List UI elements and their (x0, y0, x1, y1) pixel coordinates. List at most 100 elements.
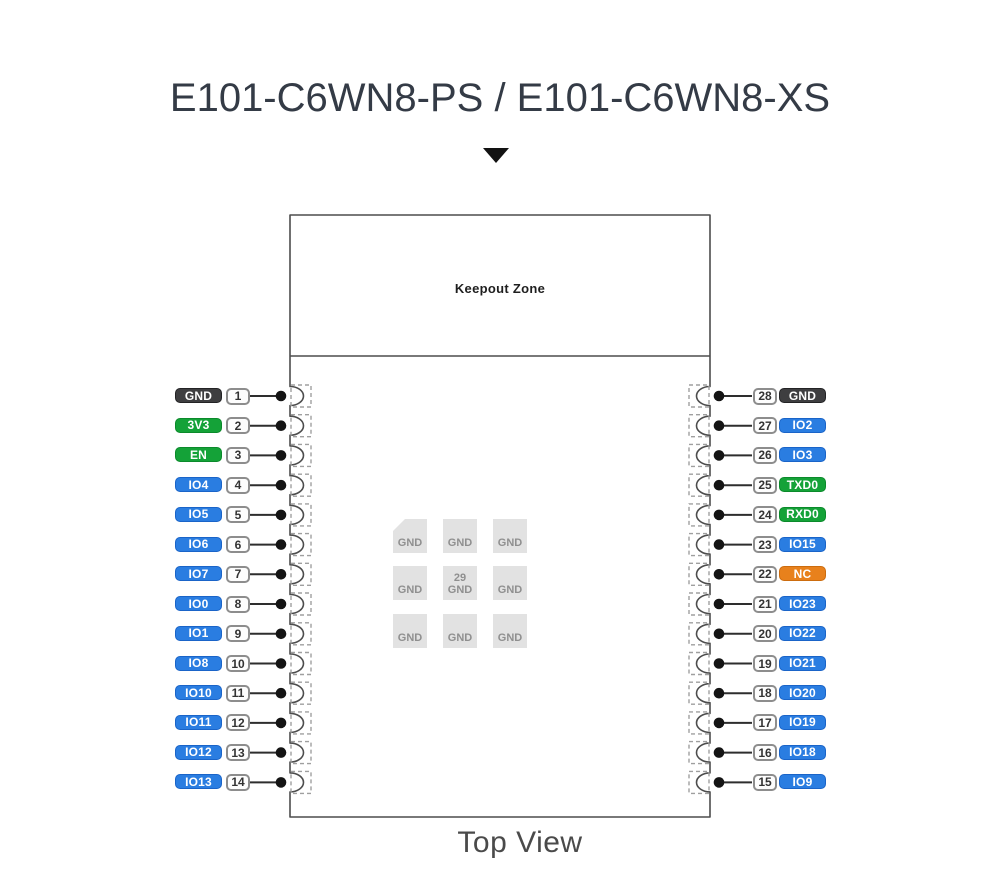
pin-dot-left (275, 509, 287, 521)
castellation-pad-left (290, 592, 312, 616)
pin-number-1: 1 (226, 387, 250, 405)
pin-number-6: 6 (226, 536, 250, 554)
pin-number-18: 18 (753, 684, 777, 702)
pin-dot-right (713, 687, 725, 699)
castellation-pad-right (688, 740, 710, 765)
castellation-pad-right (688, 592, 710, 616)
pin-label-3v3: 3V3 (175, 417, 222, 433)
pin-number-14: 14 (226, 773, 250, 791)
pin-number-22: 22 (753, 565, 777, 583)
pin-label-io7: IO7 (175, 566, 222, 582)
module-body (289, 214, 711, 818)
pin-dot-left (275, 658, 287, 669)
pin-label-io1: IO1 (175, 625, 222, 641)
pin-number-28: 28 (753, 387, 777, 405)
pin-label-en: EN (175, 447, 222, 463)
castellation-pad-right (688, 503, 710, 527)
pin-dot-left (275, 420, 287, 432)
pin-dot-right (713, 539, 725, 550)
pin-dot-right (713, 509, 725, 521)
pin-number-16: 16 (753, 744, 777, 762)
castellation-pad-left (290, 681, 312, 705)
pin-number-10: 10 (226, 655, 250, 672)
castellation-pad-left (290, 711, 312, 735)
pin-dot-right (713, 717, 725, 729)
pin-number-8: 8 (226, 595, 250, 613)
pin-label-io20: IO20 (779, 685, 826, 701)
castellation-pad-right (688, 622, 710, 646)
pin-dot-right (713, 420, 725, 432)
pin-label-io3: IO3 (779, 447, 826, 463)
pin-dot-right (713, 747, 725, 758)
center-pad-label: GND (447, 584, 473, 596)
castellation-pad-left (290, 503, 312, 527)
pin-number-25: 25 (753, 476, 777, 494)
pin-dot-left (275, 539, 287, 550)
pin-number-9: 9 (226, 625, 250, 643)
pin-dot-left (275, 747, 287, 758)
center-pad-number: 29 (453, 572, 467, 584)
pin-label-io23: IO23 (779, 596, 826, 611)
pin-number-24: 24 (753, 506, 777, 524)
pin-number-4: 4 (226, 476, 250, 494)
pin-number-19: 19 (753, 655, 777, 672)
pin-number-5: 5 (226, 506, 250, 524)
pin-dot-right (713, 658, 725, 669)
gnd-pad: GND (393, 614, 427, 648)
castellation-pad-left (290, 414, 312, 438)
castellation-pad-right (688, 443, 710, 468)
pin-label-gnd: GND (779, 388, 826, 403)
castellation-pad-left (290, 532, 312, 557)
gnd-pad: GND (493, 519, 527, 553)
pin-number-2: 2 (226, 417, 250, 435)
castellation-pad-right (688, 770, 710, 795)
pin-dot-left (275, 598, 287, 610)
pin-label-io2: IO2 (779, 417, 826, 433)
pin-label-io15: IO15 (779, 536, 826, 552)
castellation-pad-right (688, 711, 710, 735)
castellation-pad-right (688, 681, 710, 705)
castellation-pad-left (290, 622, 312, 646)
pin-dot-left (275, 450, 287, 461)
castellation-pad-left (290, 562, 312, 586)
pin-dot-right (713, 479, 725, 491)
pin-label-gnd: GND (175, 388, 222, 403)
castellation-pad-left (290, 443, 312, 468)
page-title: E101-C6WN8-PS / E101-C6WN8-XS (169, 76, 831, 120)
gnd-pad: GND (493, 614, 527, 648)
castellation-pad-left (290, 770, 312, 795)
gnd-pad: GND (443, 519, 477, 553)
gnd-pad: GND (443, 614, 477, 648)
castellation-pad-left (290, 651, 312, 676)
down-triangle-icon (483, 148, 509, 163)
pin-number-7: 7 (226, 565, 250, 583)
pin-label-io13: IO13 (175, 774, 222, 790)
pin-number-21: 21 (753, 595, 777, 613)
gnd-pad: GND (493, 566, 527, 600)
pin-label-io12: IO12 (175, 744, 222, 760)
top-view-label: Top View (457, 826, 583, 859)
pin-label-io5: IO5 (175, 506, 222, 522)
pin-label-nc: NC (779, 566, 826, 582)
pin-dot-right (713, 390, 725, 402)
pin-label-io21: IO21 (779, 655, 826, 671)
pin-number-13: 13 (226, 744, 250, 762)
keepout-zone-label: Keepout Zone (454, 281, 546, 296)
castellation-pad-right (688, 473, 710, 497)
pin-label-io9: IO9 (779, 774, 826, 790)
pin-number-27: 27 (753, 417, 777, 435)
castellation-pad-right (688, 414, 710, 438)
gnd-pad: GND (393, 566, 427, 600)
pin-number-15: 15 (753, 773, 777, 791)
pin-dot-left (275, 479, 287, 491)
pin-label-io6: IO6 (175, 536, 222, 552)
pin-label-io19: IO19 (779, 714, 826, 730)
pin-number-17: 17 (753, 714, 777, 732)
pin-dot-right (713, 598, 725, 610)
pin-dot-right (713, 628, 725, 640)
pin-number-3: 3 (226, 446, 250, 464)
castellation-pad-left (290, 740, 312, 765)
pin-label-txd0: TXD0 (779, 477, 826, 493)
